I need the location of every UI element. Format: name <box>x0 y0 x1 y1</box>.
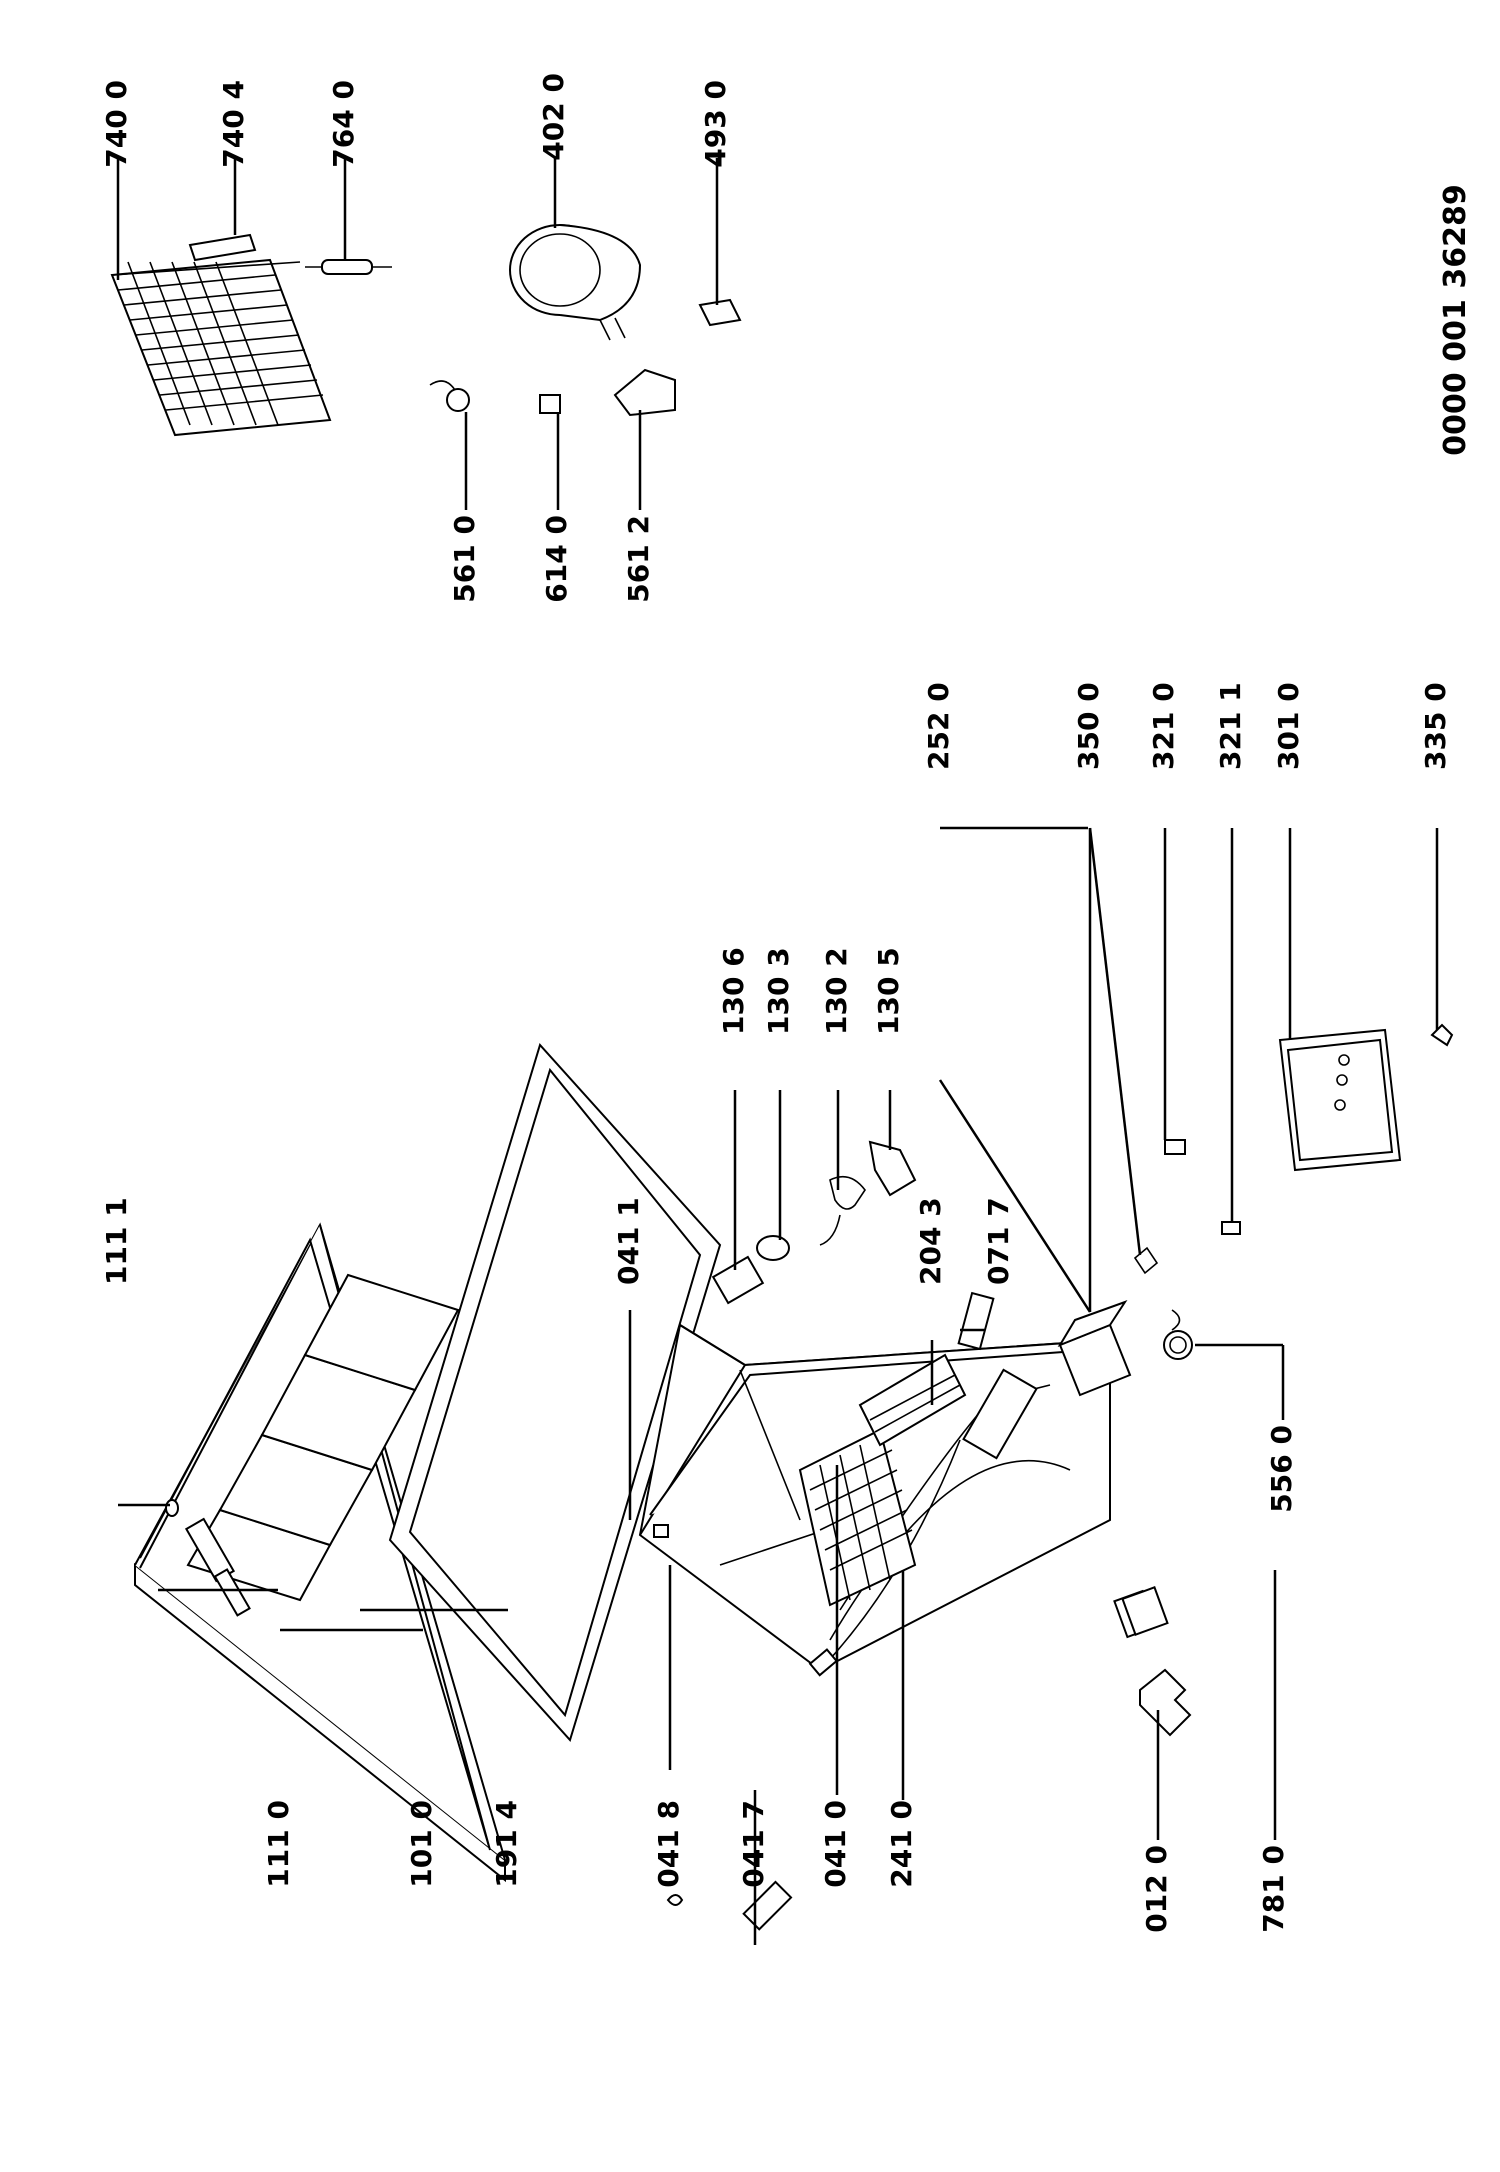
callout-label-740-4: 740 4 <box>217 80 250 168</box>
control-panel-part <box>1278 1028 1402 1172</box>
callout-label-740-0: 740 0 <box>100 80 133 168</box>
callout-label-041-1: 041 1 <box>612 1197 645 1285</box>
bulb-part <box>1430 1023 1454 1047</box>
clip-part <box>1133 1246 1159 1275</box>
callout-label-130-3: 130 3 <box>762 947 795 1035</box>
small-components <box>711 1140 917 1305</box>
callout-label-041-7: 041 7 <box>737 1800 770 1888</box>
screw-part <box>165 1499 179 1517</box>
starter-part <box>613 368 676 417</box>
callout-labels: 111 1 041 1 204 3 071 7 130 6 130 3 130 2 130 5… <box>100 73 1452 1933</box>
callout-label-301-0: 301 0 <box>1272 682 1305 770</box>
lamp-part <box>1164 1139 1186 1155</box>
divider-part <box>858 1353 967 1447</box>
thermostat-part <box>1163 1309 1193 1360</box>
callout-label-252-0: 252 0 <box>922 682 955 770</box>
callout-label-041-8: 041 8 <box>652 1800 685 1888</box>
leader-lines <box>116 158 1439 1945</box>
overload-part <box>539 394 561 414</box>
callout-label-764-0: 764 0 <box>327 80 360 168</box>
compressor-part <box>509 224 642 341</box>
callout-label-321-1: 321 1 <box>1214 682 1247 770</box>
callout-label-191-4: 191 4 <box>490 1800 523 1888</box>
callout-label-335-0: 335 0 <box>1419 682 1452 770</box>
basket-part <box>798 1428 917 1607</box>
callout-label-321-0: 321 0 <box>1147 682 1180 770</box>
callout-label-012-0: 012 0 <box>1140 1845 1173 1933</box>
callout-label-111-1: 111 1 <box>100 1197 133 1285</box>
callout-label-781-0: 781 0 <box>1257 1845 1290 1933</box>
callout-label-493-0: 493 0 <box>699 80 732 168</box>
lamp-holder-part <box>1221 1221 1241 1235</box>
callout-label-350-0: 350 0 <box>1072 682 1105 770</box>
callout-label-402-0: 402 0 <box>537 73 570 161</box>
relay-part <box>429 380 470 412</box>
callout-label-130-5: 130 5 <box>872 947 905 1035</box>
condenser-part <box>110 258 332 437</box>
bracket-part <box>1139 1668 1192 1737</box>
lid-gasket-part <box>388 1043 722 1742</box>
thermostat-box-part <box>1057 1300 1132 1397</box>
latch-part <box>1121 1586 1169 1636</box>
callout-label-130-6: 130 6 <box>717 947 750 1035</box>
callout-label-130-2: 130 2 <box>820 947 853 1035</box>
callout-label-614-0: 614 0 <box>540 515 573 603</box>
hinge-part <box>184 1517 251 1617</box>
drier-part <box>321 259 373 275</box>
callout-label-241-0: 241 0 <box>885 1800 918 1888</box>
document-number: 0000 001 36289 <box>1438 184 1473 455</box>
callout-label-556-0: 556 0 <box>1265 1425 1298 1513</box>
callout-label-204-3: 204 3 <box>914 1197 947 1285</box>
callout-label-111-0: 111 0 <box>262 1800 295 1888</box>
callout-label-041-0: 041 0 <box>819 1800 852 1888</box>
block-part <box>698 298 742 327</box>
callout-label-561-0: 561 0 <box>448 515 481 603</box>
callout-label-101-0: 101 0 <box>405 1800 438 1888</box>
bracket-part <box>188 233 257 262</box>
callout-label-071-7: 071 7 <box>982 1197 1015 1285</box>
vent-part <box>957 1291 995 1351</box>
callout-label-561-2: 561 2 <box>622 515 655 603</box>
